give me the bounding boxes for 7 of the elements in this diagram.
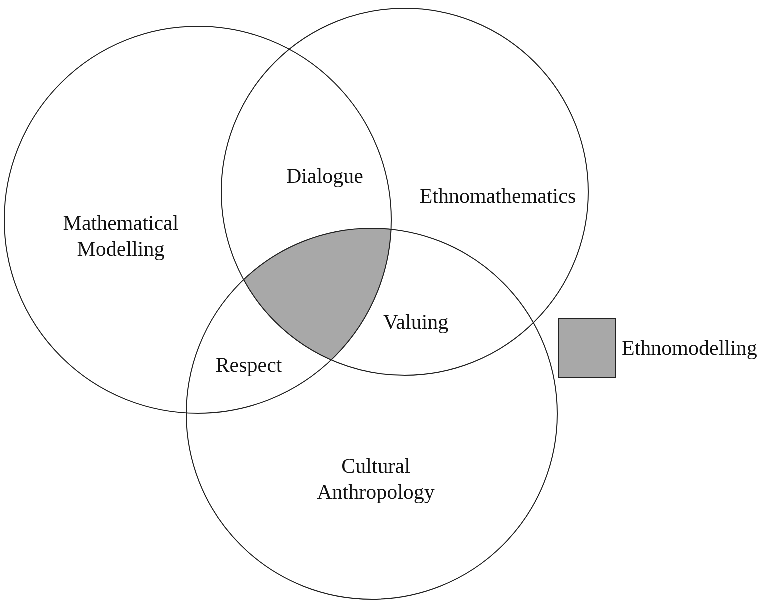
set-label: Ethnomathematics xyxy=(418,182,578,210)
overlap-label: Respect xyxy=(216,352,282,378)
set-label: Mathematical Modelling xyxy=(62,210,180,262)
overlap-label: Valuing xyxy=(383,308,449,336)
overlap-label: Dialogue xyxy=(286,162,364,190)
legend-label: Ethnomodelling xyxy=(622,336,758,361)
set-label: Cultural Anthropology xyxy=(316,452,436,506)
